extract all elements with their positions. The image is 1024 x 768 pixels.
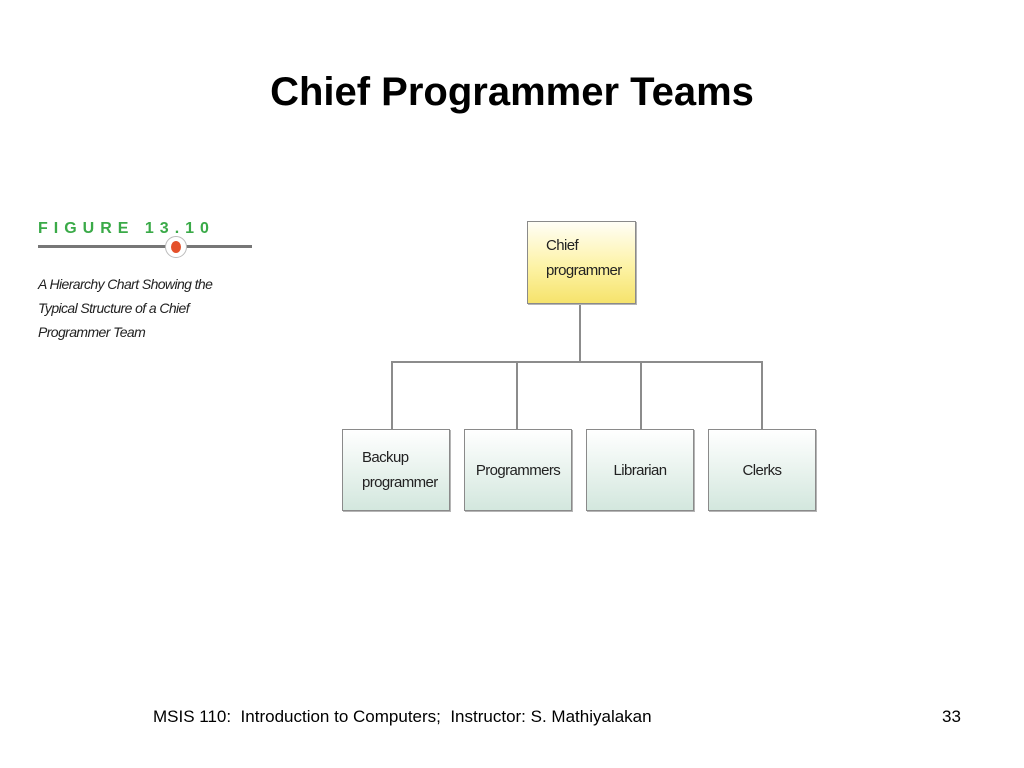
figure-caption-line: A Hierarchy Chart Showing the: [38, 276, 213, 292]
figure-dot-inner: [171, 241, 181, 253]
node-programmers: Programmers: [464, 429, 572, 511]
node-label-line: Backup: [362, 449, 409, 466]
node-label-line: programmer: [546, 262, 622, 279]
figure-caption-line: Typical Structure of a Chief: [38, 300, 190, 316]
connector-backup: [391, 361, 393, 429]
connector-root-stem: [579, 304, 581, 362]
figure-label: FIGURE 13.10: [38, 220, 215, 237]
node-backup-programmer: Backup programmer: [342, 429, 450, 511]
figure-dot-icon: [165, 236, 187, 258]
figure-caption: A Hierarchy Chart Showing the Typical St…: [38, 272, 258, 344]
node-label-line: programmer: [362, 474, 438, 491]
node-librarian: Librarian: [586, 429, 694, 511]
node-label-line: Chief: [546, 237, 579, 254]
slide-title: Chief Programmer Teams: [270, 70, 754, 114]
node-label-line: Programmers: [475, 461, 561, 479]
node-chief-programmer: Chief programmer: [527, 221, 636, 304]
connector-clerks: [761, 361, 763, 429]
connector-horizontal-bar: [391, 361, 763, 363]
node-label-line: Librarian: [613, 461, 668, 479]
connector-programmers: [516, 361, 518, 429]
node-label-line: Clerks: [742, 461, 783, 479]
figure-caption-line: Programmer Team: [38, 324, 146, 340]
connector-librarian: [640, 361, 642, 429]
slide-number: 33: [942, 707, 961, 726]
figure-rule: [38, 245, 252, 248]
node-clerks: Clerks: [708, 429, 816, 511]
footer-course-text: MSIS 110: Introduction to Computers; Ins…: [153, 707, 652, 726]
